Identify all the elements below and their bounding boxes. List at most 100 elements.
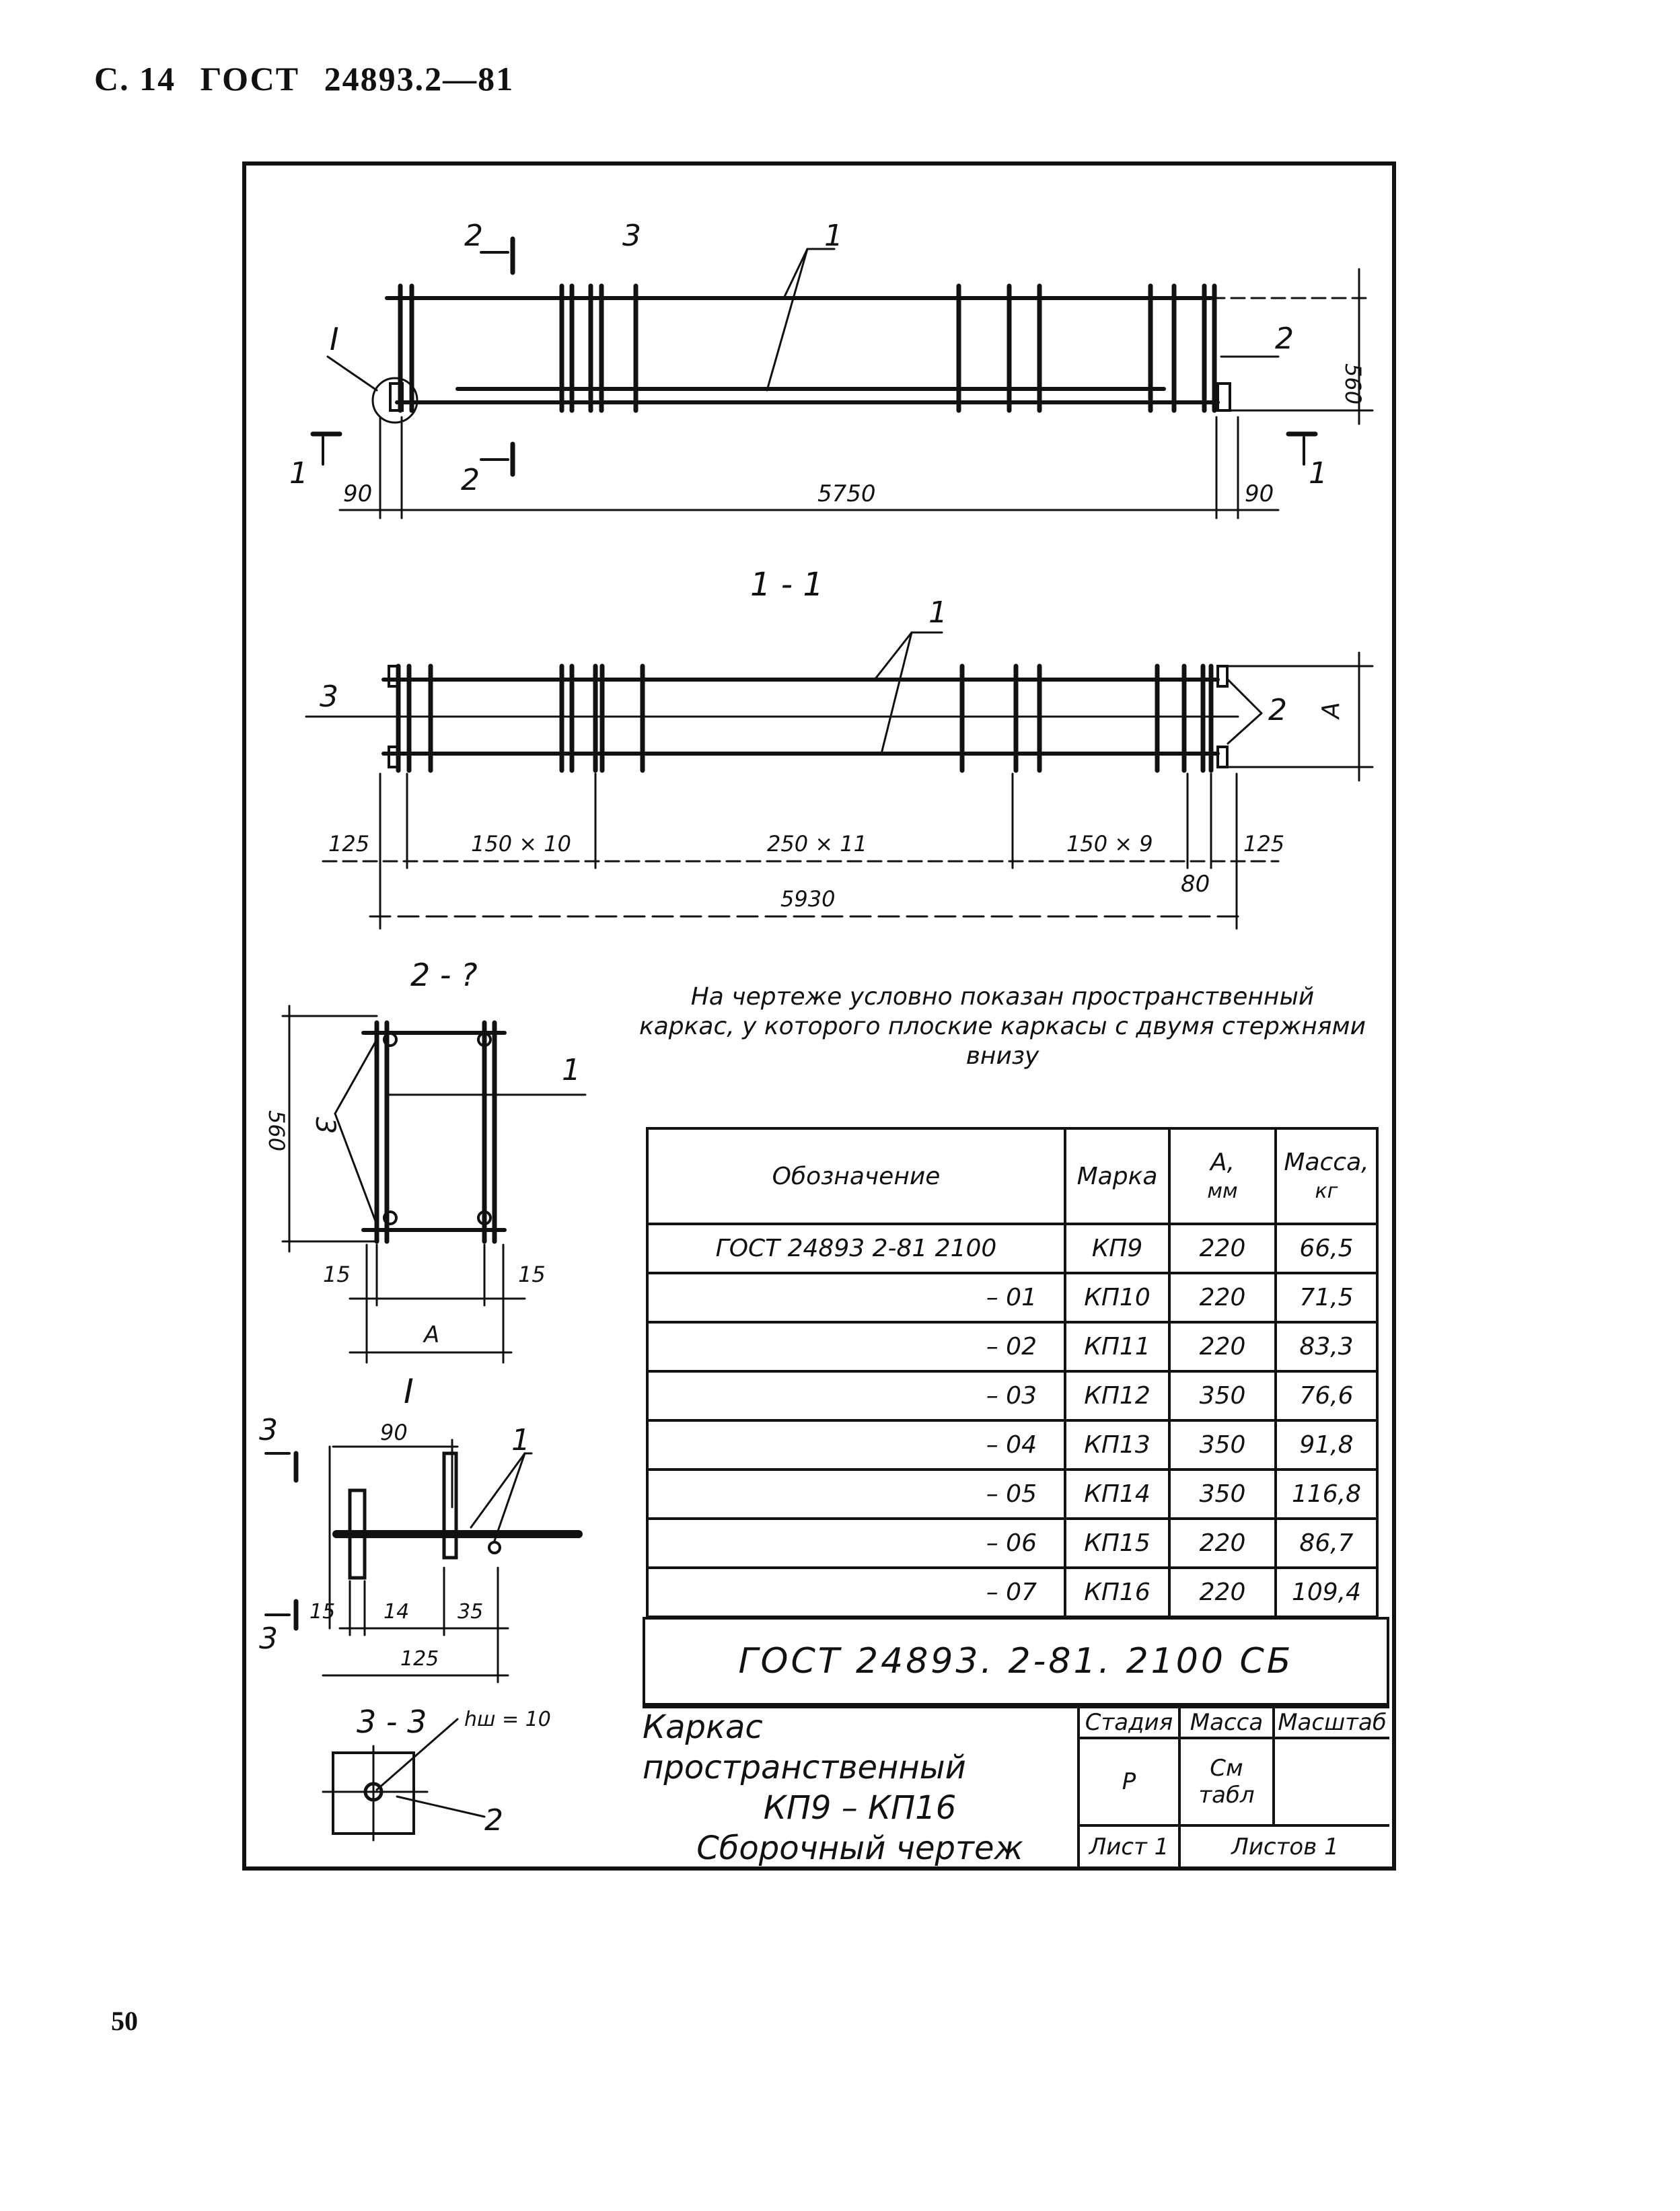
standard-number: 24893.2—81 bbox=[324, 60, 515, 98]
standard-label: ГОСТ bbox=[200, 60, 300, 98]
s11-label-position-1: 1 bbox=[928, 595, 947, 630]
page-header: С. 14 ГОСТ 24893.2—81 bbox=[94, 59, 529, 98]
main-label-section-1-left: 1 bbox=[289, 456, 308, 491]
cell-designation: – 01 bbox=[646, 1272, 1066, 1324]
s11-dim-125-left: 125 bbox=[328, 831, 369, 857]
main-label-position-3: 3 bbox=[622, 219, 641, 253]
sheets-label: Листов 1 bbox=[1231, 1833, 1339, 1860]
section-3-3-title: 3 - 3 bbox=[357, 1704, 427, 1740]
s22-dim-560: 560 bbox=[264, 1110, 289, 1151]
title-block-name: Каркас пространственный КП9 – КП16 Сборо… bbox=[643, 1708, 1080, 1867]
specification-table: Обозначение Марка А,мм Масса,кг ГОСТ 248… bbox=[646, 1127, 1379, 1618]
s11-dim-250x11: 250 × 11 bbox=[767, 831, 867, 857]
cell-mark: КП11 bbox=[1064, 1321, 1171, 1373]
header-mass: Масса, кг bbox=[1274, 1127, 1379, 1225]
title-line-2: КП9 – КП16 bbox=[763, 1788, 957, 1827]
detail-i-dim-35: 35 bbox=[458, 1600, 483, 1624]
s33-weld-height: hш = 10 bbox=[464, 1708, 551, 1731]
detail-i-geometry bbox=[332, 1451, 583, 1580]
document-code: ГОСТ 24893. 2-81. 2100 СБ bbox=[643, 1617, 1389, 1706]
s11-dim-5930: 5930 bbox=[780, 886, 835, 912]
section-2-2-title: 2 - ? bbox=[410, 957, 478, 993]
section-2-2-geometry bbox=[361, 1020, 507, 1244]
title-block: Каркас пространственный КП9 – КП16 Сборо… bbox=[643, 1706, 1389, 1867]
main-label-section-2-top: 2 bbox=[464, 219, 483, 253]
header-designation: Обозначение bbox=[646, 1127, 1066, 1225]
main-label-section-2-bottom: 2 bbox=[461, 463, 480, 497]
detail-i-section-3-top: 3 bbox=[259, 1413, 278, 1447]
cell-mark: КП13 bbox=[1064, 1419, 1171, 1471]
s11-label-position-3: 3 bbox=[320, 680, 338, 714]
cell-designation: – 04 bbox=[646, 1419, 1066, 1471]
note-line-3: внизу bbox=[965, 1042, 1039, 1070]
note-line-2: каркас, у которого плоские каркасы с дву… bbox=[639, 1013, 1366, 1040]
section-1-1-title: 1 - 1 bbox=[750, 566, 824, 604]
main-view-geometry bbox=[385, 283, 1231, 413]
cell-a: 220 bbox=[1168, 1517, 1277, 1569]
table-row: – 02 КП11 220 83,3 bbox=[646, 1321, 1379, 1373]
scale-label: Масштаб bbox=[1275, 1708, 1389, 1739]
cell-a: 220 bbox=[1168, 1272, 1277, 1324]
header-a: А, мм bbox=[1168, 1127, 1277, 1225]
cell-a: 350 bbox=[1168, 1419, 1277, 1471]
header-mass-unit: кг bbox=[1315, 1180, 1338, 1203]
main-dim-560: 560 bbox=[1340, 363, 1366, 404]
s11-dim-a: A bbox=[1317, 702, 1345, 720]
table-row: – 03 КП12 350 76,6 bbox=[646, 1370, 1379, 1422]
cell-designation: – 03 bbox=[646, 1370, 1066, 1422]
cell-mass: 76,6 bbox=[1274, 1370, 1379, 1422]
section-3-3-geometry bbox=[322, 1718, 486, 1842]
cell-designation: – 05 bbox=[646, 1468, 1066, 1520]
cell-mass: 66,5 bbox=[1274, 1223, 1379, 1274]
header-a-unit: мм bbox=[1207, 1180, 1238, 1203]
detail-i-title: I bbox=[404, 1372, 414, 1411]
main-dim-90-right: 90 bbox=[1245, 480, 1274, 507]
detail-i-section-3-bottom: 3 bbox=[259, 1622, 278, 1656]
cell-a: 350 bbox=[1168, 1370, 1277, 1422]
main-label-section-1-right: 1 bbox=[1309, 456, 1327, 491]
s11-dim-150x9: 150 × 9 bbox=[1066, 831, 1153, 857]
mass-label: Масса bbox=[1181, 1708, 1275, 1739]
table-row: – 05 КП14 350 116,8 bbox=[646, 1468, 1379, 1520]
drawing-sheet-frame bbox=[242, 161, 1396, 1871]
s11-dim-125-right: 125 bbox=[1243, 831, 1284, 857]
cell-mass: 109,4 bbox=[1274, 1566, 1379, 1618]
section-1-1-geometry bbox=[305, 663, 1239, 773]
table-header-row: Обозначение Марка А,мм Масса,кг bbox=[646, 1127, 1379, 1225]
s22-label-position-1: 1 bbox=[562, 1053, 581, 1087]
header-a-label: А, bbox=[1210, 1149, 1235, 1176]
s22-dim-15-right: 15 bbox=[518, 1262, 546, 1287]
cell-designation: – 02 bbox=[646, 1321, 1066, 1373]
detail-i-dim-15: 15 bbox=[309, 1600, 335, 1624]
cell-designation: – 07 bbox=[646, 1566, 1066, 1618]
s22-dim-15-left: 15 bbox=[323, 1262, 351, 1287]
s22-dim-a: A bbox=[423, 1321, 439, 1348]
table-row: – 06 КП15 220 86,7 bbox=[646, 1517, 1379, 1569]
main-label-detail-i: I bbox=[330, 321, 339, 357]
cell-mass: 91,8 bbox=[1274, 1419, 1379, 1471]
cell-mass: 86,7 bbox=[1274, 1517, 1379, 1569]
cell-mark: КП9 bbox=[1064, 1223, 1171, 1274]
table-row: – 04 КП13 350 91,8 bbox=[646, 1419, 1379, 1471]
cell-mass: 83,3 bbox=[1274, 1321, 1379, 1373]
cell-mark: КП14 bbox=[1064, 1468, 1171, 1520]
title-line-1: Каркас пространственный bbox=[643, 1708, 966, 1786]
cell-a: 350 bbox=[1168, 1468, 1277, 1520]
table-row: – 07 КП16 220 109,4 bbox=[646, 1566, 1379, 1618]
header-mass-label: Масса, bbox=[1284, 1149, 1369, 1176]
detail-i-dim-125: 125 bbox=[400, 1647, 439, 1671]
title-line-3: Сборочный чертеж bbox=[696, 1829, 1023, 1867]
table-row: ГОСТ 24893 2-81 2100 КП9 220 66,5 bbox=[646, 1223, 1379, 1274]
s11-dim-80: 80 bbox=[1181, 871, 1210, 898]
cell-a: 220 bbox=[1168, 1566, 1277, 1618]
stage-value: Р bbox=[1080, 1739, 1181, 1827]
page-ref: С. 14 bbox=[94, 60, 176, 98]
page-number: 50 bbox=[111, 2006, 138, 2036]
cell-designation: ГОСТ 24893 2-81 2100 bbox=[646, 1223, 1066, 1274]
cell-mark: КП16 bbox=[1064, 1566, 1171, 1618]
drawing-note: На чертеже условно показан пространствен… bbox=[632, 982, 1373, 1071]
s22-label-position-3: 3 bbox=[309, 1117, 340, 1134]
detail-i-dim-90: 90 bbox=[380, 1420, 408, 1445]
s11-label-position-2: 2 bbox=[1268, 693, 1287, 727]
